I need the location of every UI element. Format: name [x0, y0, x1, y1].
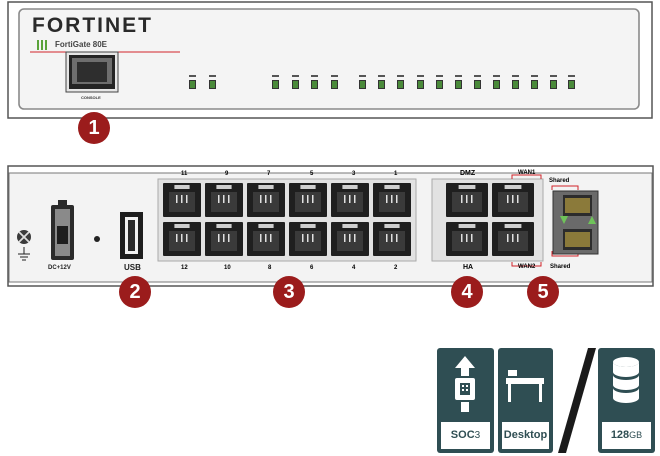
led-indicator	[292, 75, 299, 89]
rj45-port	[331, 183, 369, 217]
desktop-icon	[506, 370, 544, 402]
dmz-label: DMZ	[460, 170, 476, 177]
rj45-port	[492, 183, 534, 217]
status-leds	[189, 75, 575, 89]
port-number: 9	[225, 171, 229, 177]
port-number: 7	[267, 171, 271, 177]
indicator-dot	[94, 236, 100, 242]
led-indicator	[359, 75, 366, 89]
ground-screw-icon	[17, 230, 31, 244]
led-indicator	[436, 75, 443, 89]
rj45-port	[163, 222, 201, 256]
separator-slash	[558, 348, 596, 453]
dmz-wan-ha-ports	[446, 183, 534, 256]
feature-soc: SOC3	[437, 348, 494, 453]
callout-1-number: 1	[88, 117, 100, 139]
led-indicator	[531, 75, 538, 89]
usb-port	[120, 212, 143, 259]
rj45-port	[205, 222, 243, 256]
feature-desktop: Desktop	[498, 348, 553, 453]
console-port	[65, 51, 119, 93]
rj45-port	[289, 183, 327, 217]
led-indicator	[455, 75, 462, 89]
feature-storage: 128GB	[598, 348, 655, 453]
callout-layer	[78, 112, 559, 308]
power-label: DC+12V	[48, 265, 71, 271]
led-indicator	[512, 75, 519, 89]
dc-power-connector	[51, 200, 74, 260]
desktop-label: Desktop	[502, 422, 549, 449]
led-indicator	[493, 75, 500, 89]
led-indicator	[331, 75, 338, 89]
sfp-arrow-down-icon	[560, 216, 568, 224]
callout-5	[527, 276, 559, 308]
sfp-arrow-up-icon	[588, 216, 596, 224]
storage-suffix: GB	[629, 430, 643, 440]
port-number: 11	[181, 171, 188, 177]
callout-1	[78, 112, 110, 144]
led-indicator	[568, 75, 575, 89]
led-indicator	[474, 75, 481, 89]
port-number: 1	[394, 171, 398, 177]
storage-label: 128	[610, 429, 630, 441]
shared-label-top: Shared	[549, 178, 570, 184]
storage-icon	[613, 357, 639, 403]
callout-4-number: 4	[461, 281, 473, 303]
callout-3-number: 3	[283, 281, 295, 303]
storage-label-box: 128GB	[602, 422, 651, 449]
callout-3	[273, 276, 305, 308]
rj45-port	[331, 222, 369, 256]
green-stripe-icon	[37, 40, 47, 50]
callout-5-number: 5	[537, 281, 549, 303]
shared-label-bottom: Shared	[550, 264, 571, 270]
ha-label: HA	[463, 264, 474, 271]
callout-2	[119, 276, 151, 308]
soc-label-box: SOC3	[441, 422, 490, 449]
rj45-port	[446, 183, 488, 217]
chip-icon	[455, 356, 475, 412]
wan1-label: WAN1	[518, 170, 536, 176]
led-indicator	[311, 75, 318, 89]
back-panel-graphic	[7, 165, 654, 287]
soc-label: SOC	[450, 429, 475, 441]
led-indicator	[397, 75, 404, 89]
rj45-port	[373, 183, 411, 217]
port-number: 4	[352, 265, 356, 271]
lan-ports	[163, 183, 411, 256]
front-panel-graphic	[7, 1, 653, 119]
rj45-port	[289, 222, 327, 256]
callout-2-number: 2	[129, 281, 141, 303]
rj45-port	[373, 222, 411, 256]
rj45-port	[247, 222, 285, 256]
rj45-port	[446, 222, 488, 256]
led-indicator	[272, 75, 279, 89]
led-indicator	[209, 75, 216, 89]
led-indicator	[378, 75, 385, 89]
port-number: 12	[181, 265, 188, 271]
port-number: 5	[310, 171, 314, 177]
model-name: FortiGate 80E	[55, 40, 108, 49]
rj45-port	[163, 183, 201, 217]
port-number: 3	[352, 171, 356, 177]
sfp-ports	[552, 190, 599, 255]
port-number: 10	[224, 265, 231, 271]
led-indicator	[417, 75, 424, 89]
soc-suffix: 3	[474, 430, 481, 441]
console-label: CONSOLE	[81, 95, 101, 100]
brand-logo: FORTINET	[32, 14, 153, 37]
ground-symbol-icon	[18, 247, 30, 261]
led-indicator	[550, 75, 557, 89]
usb-label: USB	[124, 263, 141, 272]
port-number: 2	[394, 265, 398, 271]
port-number: 6	[310, 265, 314, 271]
wan2-label: WAN2	[518, 264, 536, 270]
callout-4	[451, 276, 483, 308]
rj45-port	[492, 222, 534, 256]
led-indicator	[189, 75, 196, 89]
rj45-port	[205, 183, 243, 217]
port-number: 8	[268, 265, 272, 271]
rj45-port	[247, 183, 285, 217]
